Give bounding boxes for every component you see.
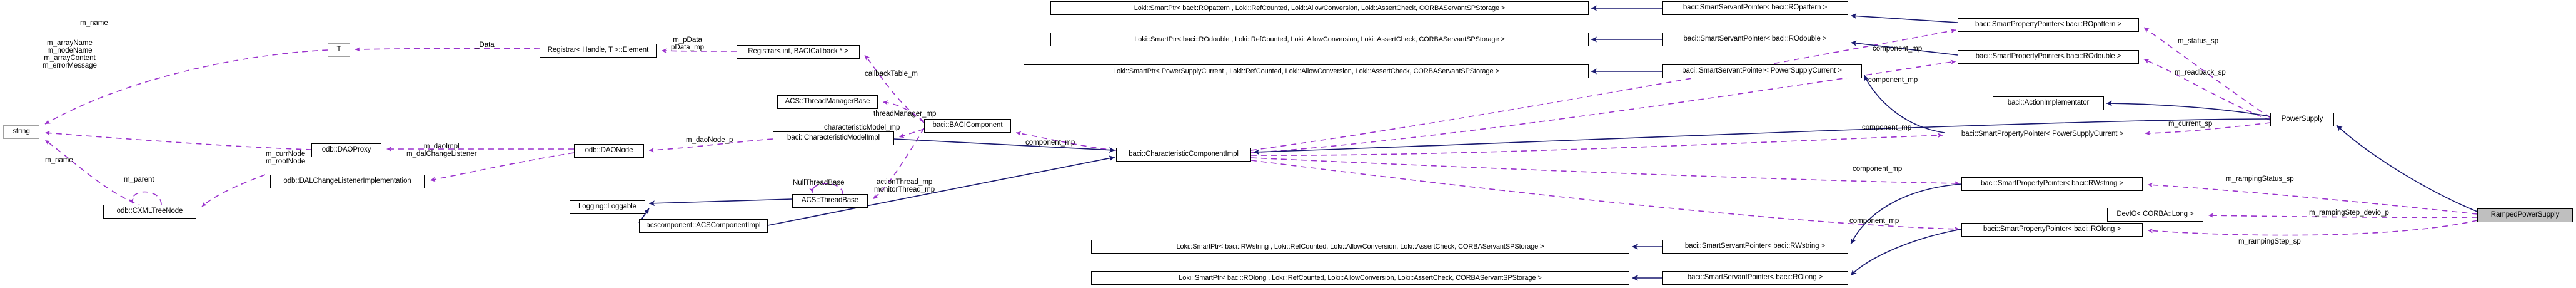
edge-label-m-pdata: m_pData pData_mp — [671, 36, 705, 52]
edge-label-callbacktable-m: callbackTable_m — [865, 70, 918, 78]
node-baci-smartservantpointer-ropattern[interactable]: baci::SmartServantPointer< baci::ROpatte… — [1662, 1, 1848, 15]
node-loki-smartptr-rolong[interactable]: Loki::SmartPtr< baci::ROlong , Loki::Ref… — [1091, 271, 1629, 285]
node-odb-cxmltreenode[interactable]: odb::CXMLTreeNode — [103, 205, 196, 219]
node-acs-threadmanagerbase[interactable]: ACS::ThreadManagerBase — [777, 95, 878, 109]
node-loki-smartptr-rodouble[interactable]: Loki::SmartPtr< baci::ROdouble , Loki::R… — [1050, 33, 1589, 46]
node-baci-characteristicmodelimpl[interactable]: baci::CharacteristicModelImpl — [773, 131, 894, 145]
edge-label-data: _Data — [475, 41, 495, 49]
node-acs-threadbase[interactable]: ACS::ThreadBase — [792, 194, 868, 208]
node-logging-loggable[interactable]: Logging::Loggable — [570, 200, 645, 214]
node-loki-smartptr-powersupplycurrent[interactable]: Loki::SmartPtr< PowerSupplyCurrent , Lok… — [1024, 64, 1589, 78]
edge-label-m-daonode-p: m_daoNode_p — [686, 136, 733, 144]
node-loki-smartptr-rwstring[interactable]: Loki::SmartPtr< baci::RWstring , Loki::R… — [1091, 240, 1629, 254]
node-baci-smartpropertypointer-ropattern[interactable]: baci::SmartPropertyPointer< baci::ROpatt… — [1958, 18, 2139, 32]
node-baci-actionimplementator[interactable]: baci::ActionImplementator — [1993, 96, 2104, 110]
edge-label-component-mp-4: component_mp — [1853, 165, 1903, 173]
node-baci-smartpropertypointer-rwstring[interactable]: baci::SmartPropertyPointer< baci::RWstri… — [1961, 177, 2143, 191]
node-template-param-t[interactable]: T — [328, 43, 350, 57]
edge-label-threadmanager-mp: threadManager_mp — [873, 110, 937, 118]
node-baci-characteristiccomponentimpl[interactable]: baci::CharacteristicComponentImpl — [1116, 148, 1251, 162]
node-baci-bacicomponent[interactable]: baci::BACIComponent — [924, 119, 1011, 133]
node-powersupply[interactable]: PowerSupply — [2270, 113, 2334, 126]
edge-label-curr-root-node: m_currNode m_rootNode — [266, 150, 306, 166]
node-registrar-handle-t-element[interactable]: Registrar< Handle, T >::Element — [540, 44, 657, 58]
edge-label-component-mp-6: component_mp — [1025, 139, 1075, 147]
edge-label-m-rampingstep-devio-p: m_rampingStep_devio_p — [2309, 209, 2389, 217]
node-baci-smartpropertypointer-powersupplycurrent[interactable]: baci::SmartPropertyPointer< PowerSupplyC… — [1945, 128, 2140, 141]
edge-label-m-rampingstatus-sp: m_rampingStatus_sp — [2226, 175, 2294, 183]
node-odb-dalchangelistenerimplementation[interactable]: odb::DALChangeListenerImplementation — [270, 175, 425, 188]
edge-label-m-name-left: m_name — [45, 157, 73, 164]
edge-label-component-mp-5: component_mp — [1849, 217, 1899, 225]
edge-label-m-parent: m_parent — [124, 176, 154, 183]
inheritance-edges — [638, 5, 2478, 281]
edge-label-m-name-top: m_name — [80, 19, 108, 27]
edge-label-characteristicmodel-mp: characteristicModel_mp — [824, 124, 900, 131]
node-baci-smartpropertypointer-rodouble[interactable]: baci::SmartPropertyPointer< baci::ROdoub… — [1958, 50, 2139, 64]
node-odb-daonode[interactable]: odb::DAONode — [574, 144, 644, 158]
edge-label-m-current-sp: m_current_sp — [2168, 120, 2213, 128]
node-devio-corba-long[interactable]: DevIO< CORBA::Long > — [2107, 208, 2203, 222]
edge-label-component-mp-1: component_mp — [1873, 45, 1923, 53]
edge-label-m-readback-sp: m_readback_sp — [2175, 69, 2226, 76]
node-baci-smartpropertypointer-rolong[interactable]: baci::SmartPropertyPointer< baci::ROlong… — [1961, 223, 2143, 237]
edge-label-m-rampingstep-sp: m_rampingStep_sp — [2238, 238, 2301, 245]
node-rampedpowersupply[interactable]: RampedPowerSupply — [2477, 208, 2573, 222]
node-baci-smartservantpointer-rolong[interactable]: baci::SmartServantPointer< baci::ROlong … — [1662, 271, 1848, 285]
edge-label-nullthreadbase: NullThreadBase — [793, 179, 845, 187]
edge-label-m-daoimpl: m_daoImpl m_dalChangeListener — [406, 143, 477, 158]
node-string[interactable]: string — [3, 125, 39, 139]
node-baci-smartservantpointer-rodouble[interactable]: baci::SmartServantPointer< baci::ROdoubl… — [1662, 33, 1848, 46]
node-acscomponent-acscomponentimpl[interactable]: acscomponent::ACSComponentImpl — [639, 219, 768, 233]
edge-label-cxml-attributes: m_arrayName m_nodeName m_arrayContent m_… — [43, 39, 97, 70]
node-baci-smartservantpointer-powersupplycurrent[interactable]: baci::SmartServantPointer< PowerSupplyCu… — [1662, 64, 1862, 78]
node-loki-smartptr-ropattern[interactable]: Loki::SmartPtr< baci::ROpattern , Loki::… — [1050, 1, 1589, 15]
node-registrar-int-bacicallback[interactable]: Registrar< int, BACICallback * > — [737, 45, 860, 59]
node-baci-smartservantpointer-rwstring[interactable]: baci::SmartServantPointer< baci::RWstrin… — [1662, 240, 1848, 254]
edge-label-component-mp-2: component_mp — [1868, 76, 1918, 84]
edge-label-m-status-sp: m_status_sp — [2178, 38, 2219, 45]
node-odb-daoproxy[interactable]: odb::DAOProxy — [311, 143, 381, 157]
edge-label-component-mp-3: component_mp — [1862, 124, 1912, 131]
edge-label-action-monitor-thread: actionThread_mp monitorThread_mp — [874, 178, 935, 194]
